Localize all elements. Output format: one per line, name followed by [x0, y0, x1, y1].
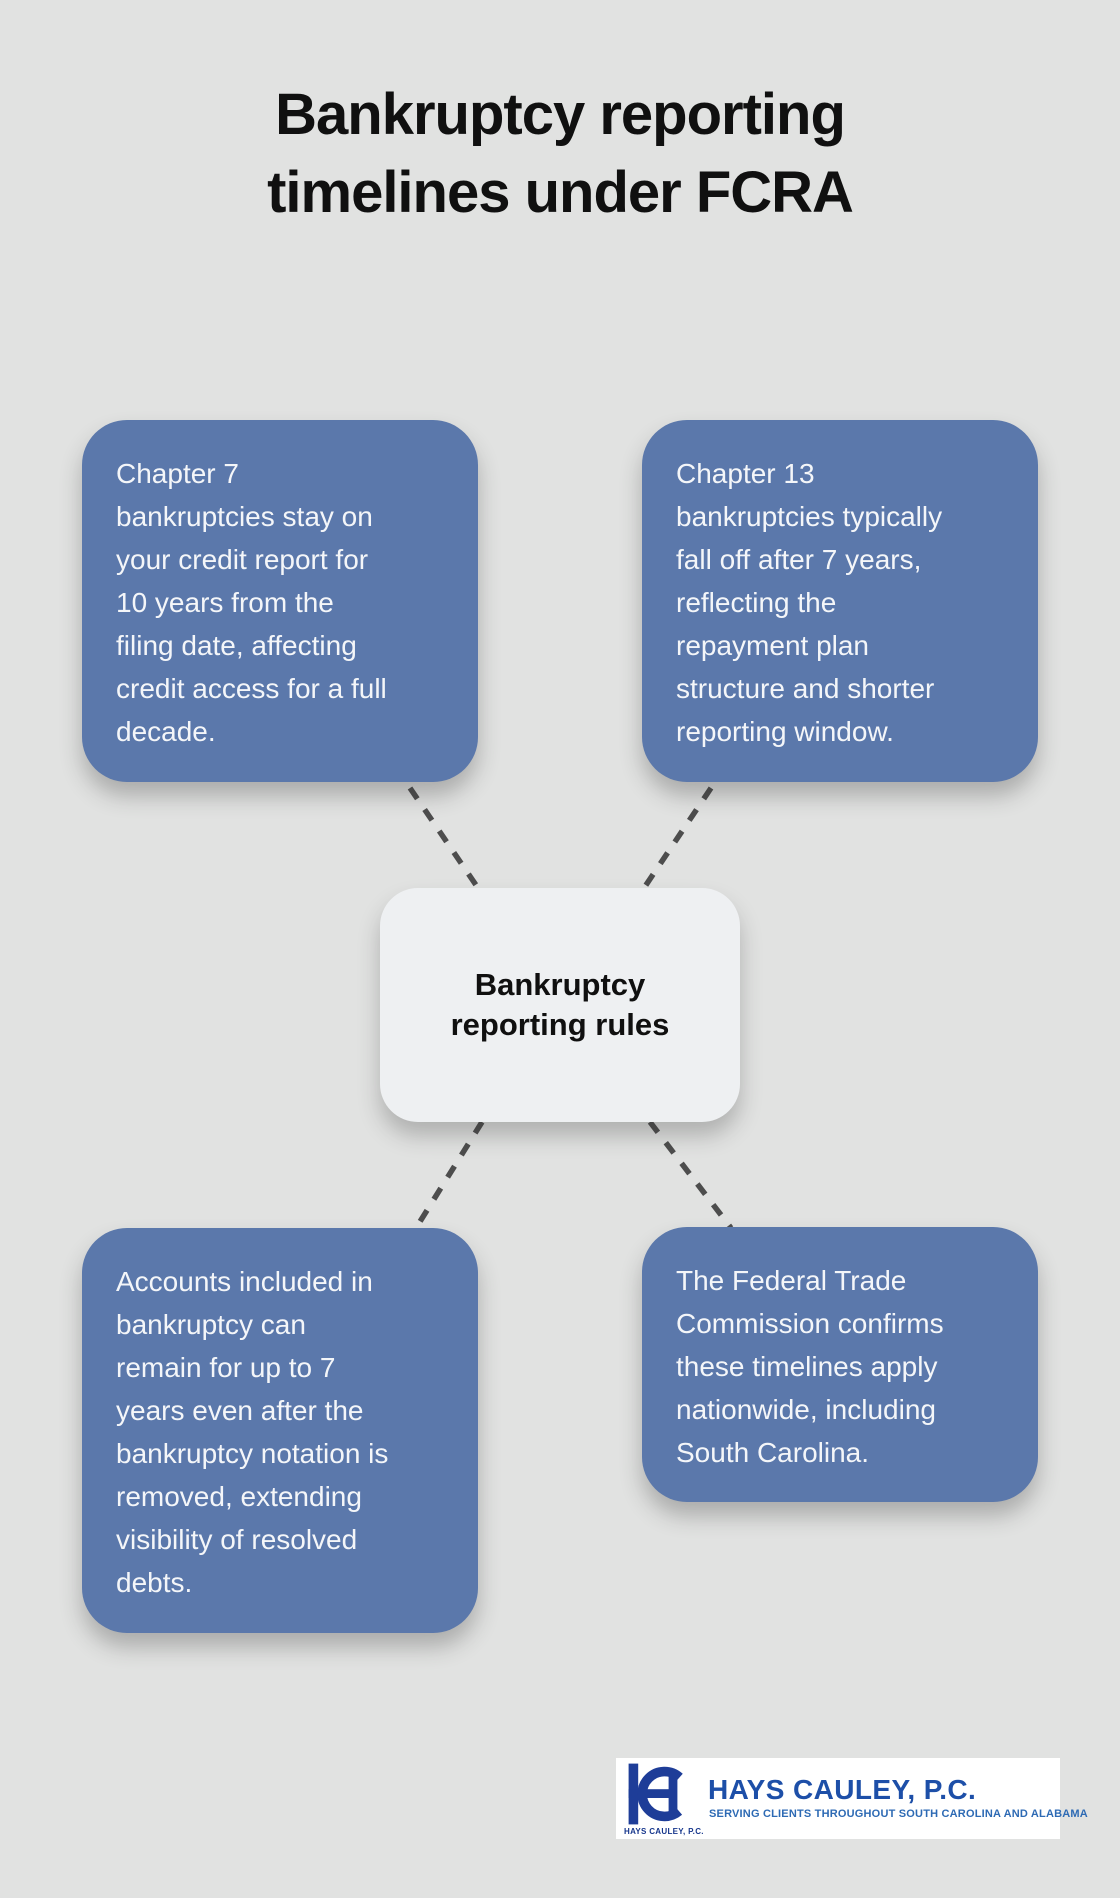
logo-tagline: SERVING CLIENTS THROUGHOUT SOUTH CAROLIN… — [709, 1808, 1088, 1820]
page-title: Bankruptcy reporting timelines under FCR… — [267, 82, 854, 225]
node-included-accounts: Accounts included in bankruptcy can rema… — [82, 1228, 478, 1633]
hays-cauley-monogram-icon — [628, 1763, 683, 1825]
node-chapter-7-text: Chapter 7 bankruptcies stay on your cred… — [116, 458, 387, 747]
node-chapter-13-text: Chapter 13 bankruptcies typically fall o… — [676, 458, 943, 747]
connector-bottom-left — [413, 1120, 485, 1230]
connector-bottom-right — [647, 1120, 734, 1230]
logo-firm-name: HAYS CAULEY, P.C. — [708, 1774, 977, 1805]
node-chapter-13: Chapter 13 bankruptcies typically fall o… — [642, 420, 1038, 782]
center-node: Bankruptcy reporting rules — [380, 888, 740, 1122]
connector-top-right — [641, 786, 714, 890]
node-included-accounts-text: Accounts included in bankruptcy can rema… — [116, 1266, 389, 1598]
center-node-label: Bankruptcy reporting rules — [450, 967, 670, 1042]
node-chapter-7: Chapter 7 bankruptcies stay on your cred… — [82, 420, 478, 782]
node-ftc-confirmation-text: The Federal Trade Commission confirms th… — [676, 1265, 944, 1468]
logo-small-label: HAYS CAULEY, P.C. — [624, 1827, 704, 1836]
node-ftc-confirmation: The Federal Trade Commission confirms th… — [642, 1227, 1038, 1502]
connector-top-left — [407, 786, 481, 890]
footer-logo: HAYS CAULEY, P.C. HAYS CAULEY, P.C. SERV… — [616, 1758, 1088, 1839]
